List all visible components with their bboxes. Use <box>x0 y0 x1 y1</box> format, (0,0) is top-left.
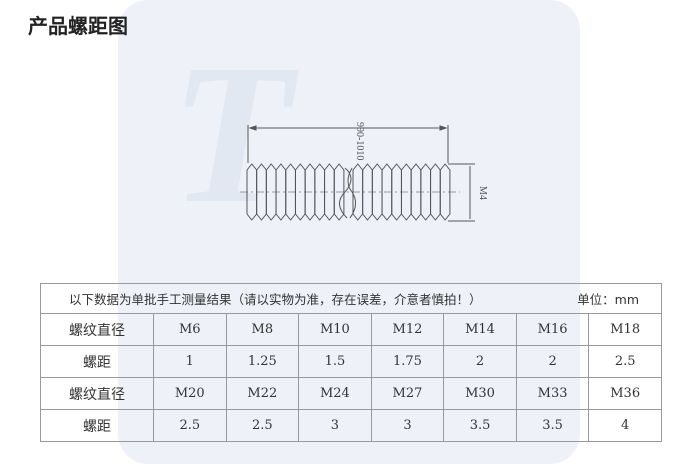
table-cell: 3 <box>298 409 372 442</box>
threaded-rod-drawing: 990-1010 M4 <box>240 122 488 222</box>
table-cell: 3 <box>370 409 445 442</box>
table-cell: M20 <box>153 377 227 410</box>
table-cell: M22 <box>225 377 300 410</box>
table-cell: M27 <box>370 377 445 410</box>
table-cell: M33 <box>515 377 590 410</box>
table-cell: 1.25 <box>225 345 300 378</box>
table-cell: 4 <box>588 409 662 442</box>
table-cell: M18 <box>588 313 662 346</box>
diameter-label: M4 <box>477 186 488 200</box>
table-cell: 3.5 <box>443 409 517 442</box>
table-cell: 2 <box>443 345 517 378</box>
table-cell: M12 <box>370 313 445 346</box>
row-label: 螺距 <box>40 345 154 378</box>
table-cell: 2.5 <box>153 409 227 442</box>
table-cell: 2.5 <box>588 345 662 378</box>
length-label: 990-1010 <box>354 122 365 160</box>
table-cell: 2 <box>515 345 590 378</box>
break-line <box>339 167 356 219</box>
table-cell: M6 <box>153 313 227 346</box>
row-label: 螺纹直径 <box>40 377 154 410</box>
unit-label: 单位：mm <box>577 292 639 307</box>
table-cell: M14 <box>443 313 517 346</box>
table-note: 以下数据为单批手工测量结果（请以实物为准，存在误差，介意者慎拍！） <box>69 292 482 307</box>
table-cell: M24 <box>298 377 372 410</box>
row-label: 螺距 <box>40 409 154 442</box>
pitch-table: 以下数据为单批手工测量结果（请以实物为准，存在误差，介意者慎拍！） 单位：mm … <box>40 283 662 442</box>
table-cell: M8 <box>225 313 300 346</box>
table-cell: 2.5 <box>225 409 300 442</box>
note-row: 以下数据为单批手工测量结果（请以实物为准，存在误差，介意者慎拍！） 单位：mm <box>40 283 662 314</box>
table-cell: M10 <box>298 313 372 346</box>
table-cell: 1.75 <box>370 345 445 378</box>
table-cell: 1.5 <box>298 345 372 378</box>
table-cell: 3.5 <box>515 409 590 442</box>
watermark-logo: T <box>170 24 293 245</box>
thread-crest <box>439 163 451 221</box>
table-cell: M30 <box>443 377 517 410</box>
row-label: 螺纹直径 <box>40 313 154 346</box>
table-cell: 1 <box>153 345 227 378</box>
page-title: 产品螺距图 <box>28 14 128 38</box>
table-cell: M36 <box>588 377 662 410</box>
table-cell: M16 <box>515 313 590 346</box>
